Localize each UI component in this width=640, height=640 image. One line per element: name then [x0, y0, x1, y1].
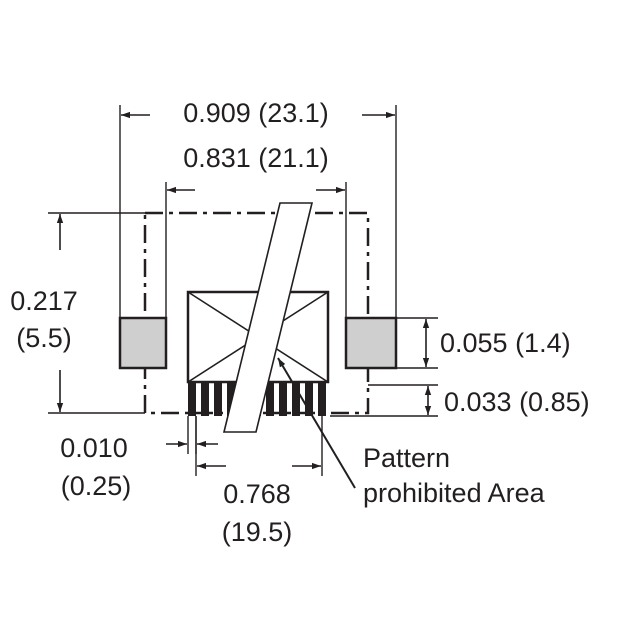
extension-lines [48, 105, 438, 476]
left-pad [118, 316, 168, 370]
pad-height-label: 0.055 (1.4) [440, 328, 571, 358]
dimension-arrows [56, 111, 432, 470]
pin [201, 382, 209, 416]
callout-line-1: Pattern [363, 443, 450, 473]
pin [292, 382, 300, 416]
pin [279, 382, 287, 416]
callout-line-2: prohibited Area [363, 478, 546, 508]
pin-width-mm-label: (0.25) [61, 471, 132, 501]
overall-width-label: 0.909 (23.1) [183, 98, 329, 128]
pin [266, 382, 274, 416]
pin [188, 382, 196, 416]
break-strip [222, 202, 314, 433]
pad-span-label: 0.831 (21.1) [183, 143, 329, 173]
pin-span-mm-label: (19.5) [222, 517, 293, 547]
pin-width-inch-label: 0.010 [60, 433, 128, 463]
pad-offset-label: 0.033 (0.85) [444, 387, 590, 417]
height-inch-label: 0.217 [10, 286, 78, 316]
pin [318, 382, 326, 416]
right-pad [344, 316, 398, 370]
pin [305, 382, 313, 416]
height-mm-label: (5.5) [16, 323, 72, 353]
pin [214, 382, 222, 416]
pin [227, 382, 235, 416]
callout-leader [277, 357, 356, 489]
pin-span-inch-label: 0.768 [223, 479, 291, 509]
